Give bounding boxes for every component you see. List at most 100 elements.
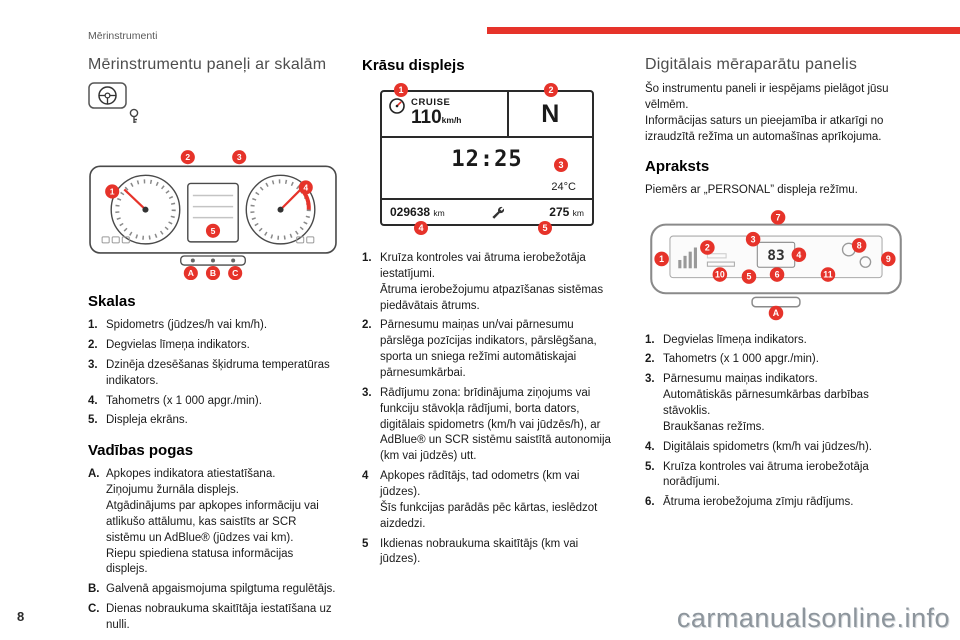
callout-badge: 9 [881, 251, 896, 267]
digital-cluster-figure: 83 1 2 3 4 5 6 7 8 9 10 11 A [650, 210, 902, 321]
list-item: 1. Spidometrs (jūdzes/h vai km/h). [88, 318, 338, 334]
svg-text:2: 2 [705, 243, 710, 253]
heading-control-buttons: Vadības pogas [88, 442, 194, 460]
list-num: 3. [645, 373, 655, 386]
applicability-icons [88, 82, 338, 129]
list-item: 2. Degvielas līmeņa indikators. [88, 338, 338, 354]
callout-badge: A [183, 266, 198, 281]
list-item: 5. Displeja ekrāns. [88, 413, 338, 429]
callout-badge: B [205, 266, 221, 281]
callout-badge: 1 [105, 184, 120, 199]
list-text: Displeja ekrāns. [106, 414, 188, 427]
odometer-value: 029638 [390, 205, 431, 219]
list-text: Tahometrs (x 1 000 apgr./min). [106, 394, 262, 407]
svg-text:5: 5 [747, 272, 752, 282]
list-num: A. [88, 468, 100, 481]
list-text: Degvielas līmeņa indikators. [663, 333, 807, 346]
cruise-speed-unit: km/h [441, 115, 462, 125]
list-num: 3. [362, 386, 372, 399]
callout-badge: 4 [414, 221, 428, 235]
list-num: 2. [645, 353, 655, 366]
list-text: Ātruma ierobežojuma zīmju rādījums. [663, 496, 854, 509]
list-num: 4 [362, 470, 369, 483]
callout-badge: C [228, 266, 243, 281]
key-icon [129, 108, 139, 123]
list-item: 1. Kruīza kontroles vai ātruma ierobežotā… [362, 251, 612, 314]
list-item: A.Apkopes indikatora atiestatīšana. Ziņo… [88, 467, 338, 578]
svg-text:3: 3 [237, 152, 242, 162]
callout-badge: 2 [180, 150, 195, 165]
svg-text:8: 8 [857, 241, 862, 251]
svg-text:9: 9 [886, 254, 891, 264]
list-text: Galvenā apgaismojuma spilgtuma regulētāj… [106, 583, 336, 596]
list-item: 1.Degvielas līmeņa indikators. [645, 333, 907, 349]
list-text: Digitālais spidometrs (km/h vai jūdzes/h… [663, 440, 872, 453]
section-title-colour-display: Krāsu displejs [362, 57, 465, 74]
list-num: C. [88, 603, 100, 616]
svg-text:7: 7 [776, 213, 781, 223]
speedometer-icon [389, 98, 405, 114]
list-text: Spidometrs (jūdzes/h vai km/h). [106, 319, 268, 332]
heading-scales: Skalas [88, 293, 136, 311]
svg-text:3: 3 [751, 235, 756, 245]
svg-text:10: 10 [715, 270, 725, 280]
list-num: 6. [645, 496, 655, 509]
list-text: Degvielas līmeņa indikators. [106, 339, 250, 352]
trip-unit: km [572, 208, 584, 218]
list-text: Dienas nobraukuma skaitītāja iestatīšana… [106, 603, 332, 632]
list-text: Rādījumu zona: brīdinājuma ziņojums vai … [380, 386, 611, 463]
list-item: 2.Pārnesumu maiņas un/vai pārnesumu pārs… [362, 318, 612, 381]
list-item: 4. Tahometrs (x 1 000 apgr./min). [88, 394, 338, 410]
callout-badge: 4 [791, 247, 807, 263]
svg-text:A: A [773, 308, 780, 318]
gear-indicator: N [541, 99, 560, 128]
callout-badge: 8 [851, 238, 867, 254]
callout-badge: 5 [205, 223, 221, 238]
callout-badge: 7 [770, 210, 786, 225]
list-text: Ikdienas nobraukuma skaitītājs (km vai j… [380, 537, 579, 566]
wrench-icon [492, 206, 504, 219]
list-num: 5. [645, 460, 655, 473]
list-item: 6. Ātruma ierobežojuma zīmju rādījums. [645, 495, 907, 511]
list-text: Kruīza kontroles vai ātruma ierobežotāja… [663, 460, 869, 489]
site-watermark: carmanualsonline.info [676, 603, 950, 633]
callout-badge: 2 [544, 83, 558, 97]
column-right: Digitālais mēraparātu panelis Šo instrum… [645, 56, 907, 515]
column-middle: Krāsu displejs 1 2 3 4 5 CRUISE 110km/h [362, 56, 612, 572]
list-item: 4. Digitālais spidometrs (km/h vai jūdzes… [645, 440, 907, 456]
svg-text:A: A [188, 268, 194, 278]
colour-display-screen: CRUISE 110km/h N 12:25 24°C 029638 km 27… [380, 90, 594, 226]
callout-badge: 10 [712, 267, 728, 283]
list-num: 3. [88, 358, 98, 371]
callout-badge: 4 [298, 180, 313, 195]
colour-display-figure: 1 2 3 4 5 CRUISE 110km/h N [380, 82, 594, 237]
list-item: 3.Dzinēja dzesēšanas šķidruma temperatūr… [88, 358, 338, 390]
list-text: Kruīza kontroles vai ātruma ierobežotāja… [380, 252, 604, 312]
callout-badge: 1 [654, 251, 669, 267]
callout-badge: 11 [820, 267, 836, 283]
list-num: 5. [88, 414, 98, 427]
callout-badge: 3 [232, 150, 247, 165]
list-num: 1. [362, 252, 372, 264]
callout-badge: 5 [538, 221, 552, 235]
list-num: 5 [362, 537, 369, 550]
svg-text:2: 2 [185, 152, 190, 162]
list-text: Pārnesumu maiņas indikators. Automātiskā… [663, 373, 869, 433]
chapter-header: Mērinstrumenti [88, 30, 158, 42]
list-num: 1. [88, 319, 98, 332]
digital-speed-value: 83 [767, 247, 785, 264]
svg-text:6: 6 [775, 270, 780, 280]
list-item: B.Galvenā apgaismojuma spilgtuma regulēt… [88, 582, 338, 598]
steering-wheel-icon [88, 82, 139, 123]
svg-text:B: B [210, 268, 216, 278]
svg-text:C: C [232, 268, 238, 278]
callout-badge: A [768, 306, 784, 321]
list-num: 2. [88, 339, 98, 352]
callout-badge: 6 [769, 267, 785, 283]
list-num: 4. [88, 394, 98, 407]
svg-text:4: 4 [303, 182, 308, 192]
list-num: 4. [645, 440, 655, 453]
intro-paragraph: Šo instrumentu paneli ir iespējams pielā… [645, 83, 889, 143]
svg-text:1: 1 [110, 186, 115, 196]
